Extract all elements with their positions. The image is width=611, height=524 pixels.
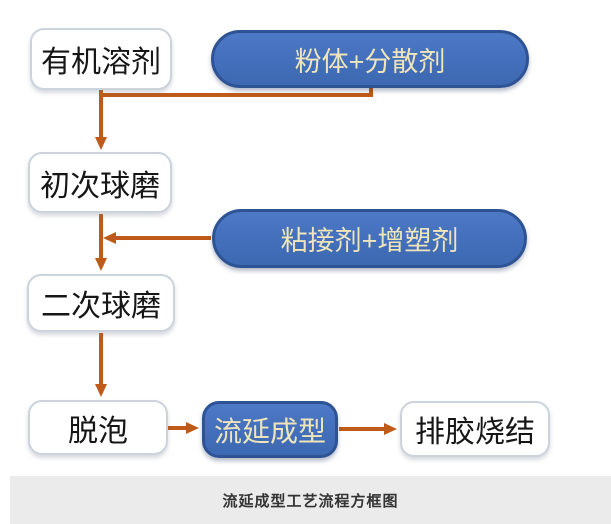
node-organic-solvent: 有机溶剂 [30,28,172,90]
caption-text: 流延成型工艺流程方框图 [222,492,399,510]
node-debinding-sintering: 排胶烧结 [400,401,550,457]
caption-bar: 流延成型工艺流程方框图 [10,476,611,524]
node-second-ball-milling: 二次球磨 [27,274,175,332]
node-degassing: 脱泡 [28,400,168,455]
node-powder-dispersant: 粉体+分散剂 [211,30,529,88]
node-first-ball-milling: 初次球磨 [28,152,172,213]
node-tape-casting: 流延成型 [202,401,338,458]
node-binder-plasticizer: 粘接剂+增塑剂 [212,209,527,268]
